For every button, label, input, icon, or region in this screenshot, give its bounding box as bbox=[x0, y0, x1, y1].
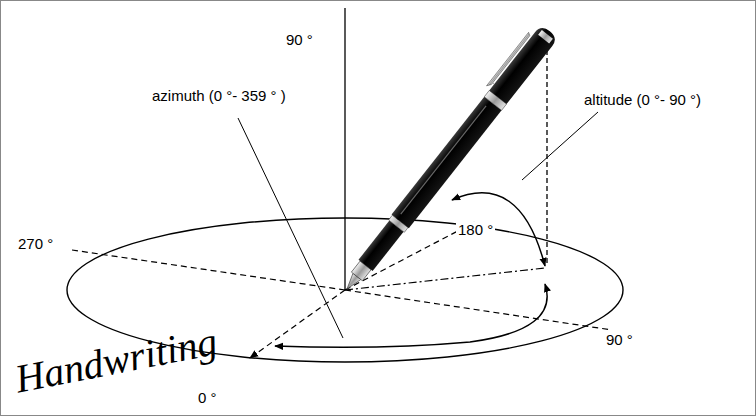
angle-label: 0 ° bbox=[196, 390, 219, 407]
azimuth-arc bbox=[275, 284, 547, 347]
angle-label: 270 ° bbox=[16, 236, 55, 253]
azimuth-label: azimuth (0 °- 359 ° ) bbox=[150, 88, 288, 105]
leader-line bbox=[522, 112, 598, 180]
angle-label: 180 ° bbox=[456, 222, 495, 239]
drop-line bbox=[546, 34, 547, 266]
angle-label: 90 ° bbox=[604, 332, 635, 349]
vertical-axis bbox=[344, 8, 345, 290]
altitude-arc bbox=[452, 193, 545, 266]
projection-line bbox=[345, 268, 545, 290]
leader-line bbox=[238, 118, 343, 338]
altitude-label: altitude (0 °- 90 °) bbox=[582, 92, 703, 109]
angle-label: 90 ° bbox=[284, 32, 315, 49]
pen bbox=[334, 21, 558, 295]
